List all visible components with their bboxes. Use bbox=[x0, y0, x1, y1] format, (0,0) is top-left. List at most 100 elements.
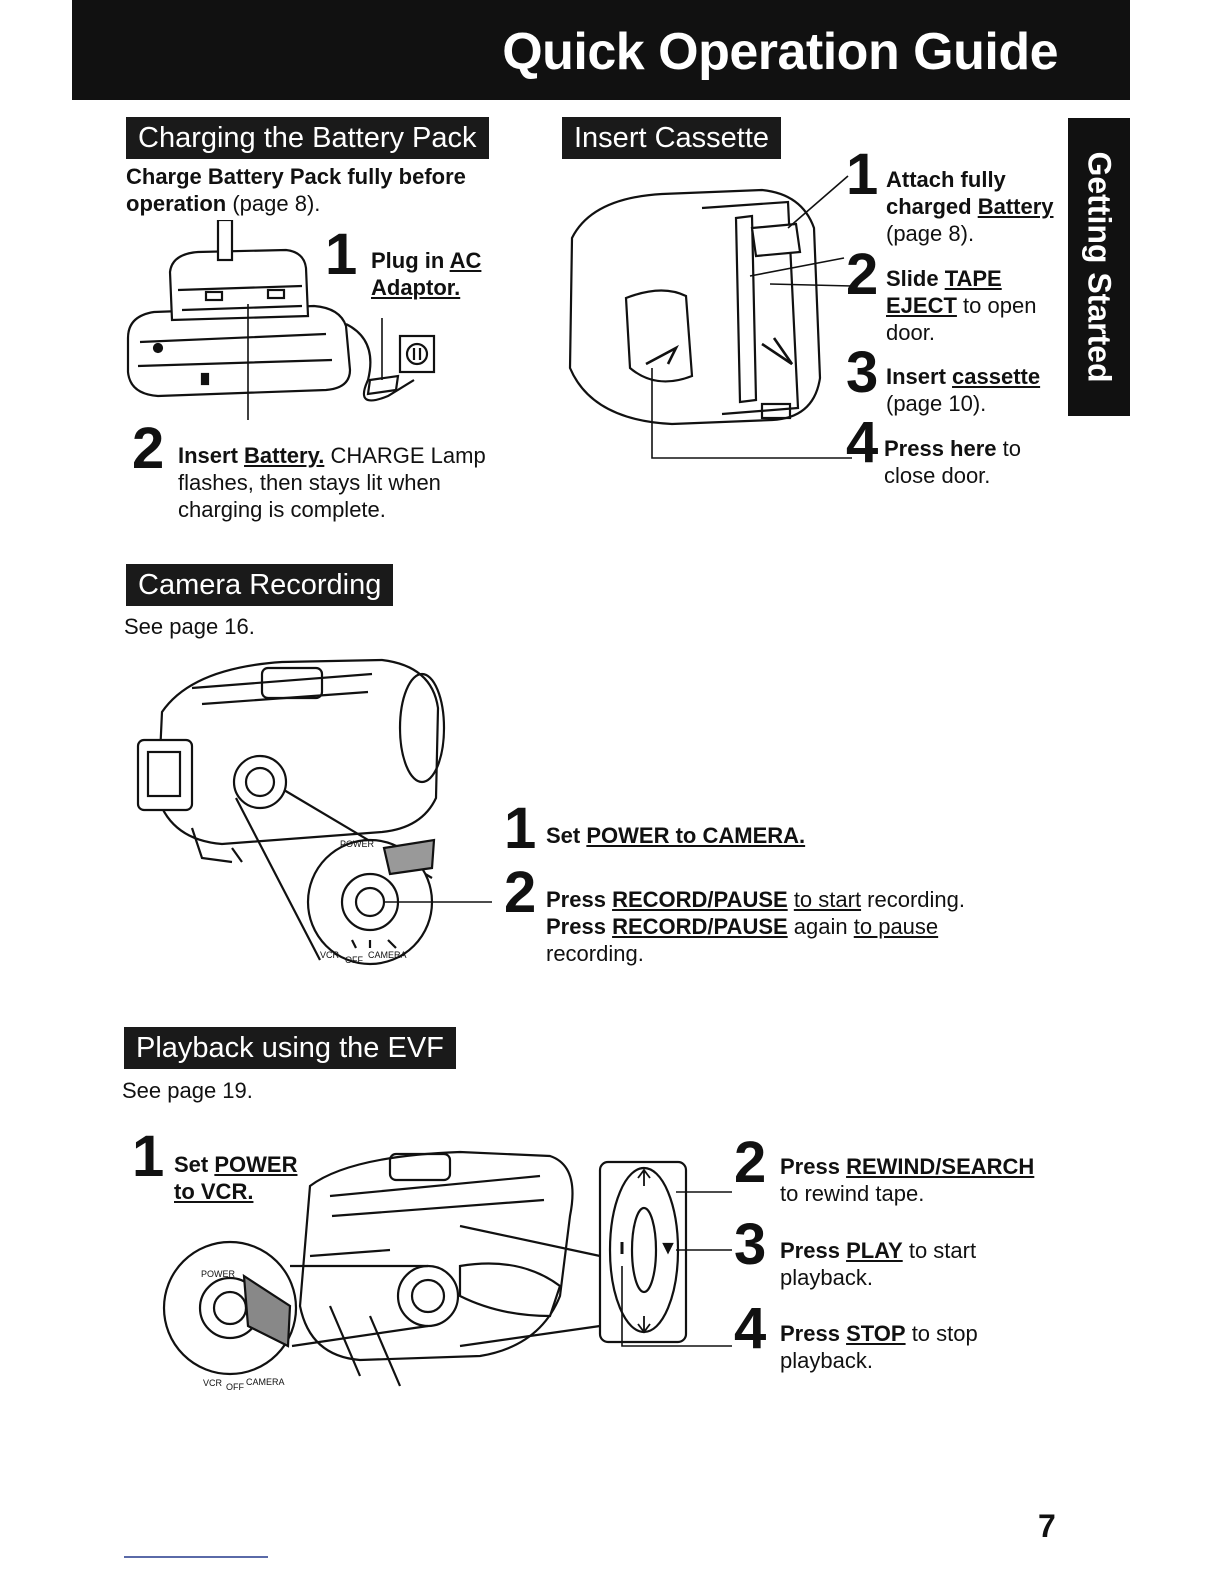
charging-step1-label: Plug in bbox=[371, 248, 450, 273]
charging-step1-link-adaptor[interactable]: Adaptor. bbox=[371, 275, 461, 300]
cassette-step2-number: 2 bbox=[846, 242, 879, 307]
cassette-door-illustration bbox=[552, 168, 872, 468]
cassette-step4-label: Press here bbox=[884, 436, 997, 461]
playback-step3-link-play[interactable]: PLAY bbox=[846, 1238, 903, 1263]
battery-charger-illustration bbox=[118, 220, 448, 440]
recording-step2-recording-1: recording. bbox=[861, 887, 966, 912]
playback-step2-link-rewind-search[interactable]: REWIND/SEARCH bbox=[846, 1154, 1035, 1179]
charging-intro-line2: operation bbox=[126, 191, 227, 216]
recording-step2-press-1: Press bbox=[546, 887, 613, 912]
playback-dial-power-label: POWER bbox=[201, 1269, 236, 1279]
cassette-step3-link-cassette[interactable]: cassette bbox=[952, 364, 1041, 389]
cassette-step1-line1: Attach fully bbox=[886, 167, 1006, 192]
playback-step3-text: Press PLAY to start playback. bbox=[780, 1237, 976, 1291]
cassette-step4-text: Press here to close door. bbox=[884, 435, 1021, 489]
recording-step1-link-power-camera[interactable]: POWER to CAMERA. bbox=[586, 823, 806, 848]
playback-step3-line2: playback. bbox=[780, 1265, 873, 1290]
recording-step2-link-record-pause-2[interactable]: RECORD/PAUSE bbox=[612, 914, 788, 939]
charging-step1-text: Plug in AC Adaptor. bbox=[371, 247, 481, 301]
playback-step4-line2: playback. bbox=[780, 1348, 873, 1373]
footer-rule bbox=[124, 1556, 268, 1558]
recording-step2-link-record-pause-1[interactable]: RECORD/PAUSE bbox=[612, 887, 788, 912]
cassette-step1-line3: (page 8). bbox=[886, 221, 975, 246]
playback-step4-label: Press bbox=[780, 1321, 847, 1346]
charging-heading: Charging the Battery Pack bbox=[126, 117, 489, 159]
cassette-step2-text: Slide TAPE EJECT to open door. bbox=[886, 265, 1036, 346]
playback-step2-label: Press bbox=[780, 1154, 847, 1179]
charging-step1-link-ac[interactable]: AC bbox=[449, 248, 482, 273]
charging-step2-text: Insert Battery. CHARGE Lamp flashes, the… bbox=[178, 442, 486, 523]
playback-step1-number: 1 bbox=[132, 1124, 165, 1189]
playback-step4-number: 4 bbox=[734, 1296, 767, 1361]
recording-step2-press-2: Press bbox=[546, 914, 613, 939]
cassette-step1-line2: charged bbox=[886, 194, 978, 219]
cassette-step2-rest: to open bbox=[956, 293, 1037, 318]
charging-step2-number: 2 bbox=[132, 416, 165, 481]
playback-dial-camera-label: CAMERA bbox=[246, 1377, 285, 1387]
cassette-step2-link-eject[interactable]: EJECT bbox=[886, 293, 957, 318]
playback-step1-text: Set POWER to VCR. bbox=[174, 1151, 297, 1205]
cassette-step2-label: Slide bbox=[886, 266, 945, 291]
playback-heading: Playback using the EVF bbox=[124, 1027, 456, 1069]
playback-dial-vcr-label: VCR bbox=[203, 1378, 223, 1388]
playback-see-page: See page 19. bbox=[122, 1078, 253, 1103]
recording-step2-link-to-pause[interactable]: to pause bbox=[853, 914, 939, 939]
recording-step1-text: Set POWER to CAMERA. bbox=[546, 822, 805, 849]
playback-step2-text: Press REWIND/SEARCH to rewind tape. bbox=[780, 1153, 1034, 1207]
playback-step2-line2: to rewind tape. bbox=[780, 1181, 925, 1206]
charging-intro-line1: Charge Battery Pack fully before bbox=[126, 164, 466, 189]
charging-step2-line2: flashes, then stays lit when bbox=[178, 470, 441, 495]
recording-dial-camera-label: CAMERA bbox=[368, 950, 407, 960]
recording-dial-vcr-label: VCR bbox=[320, 950, 340, 960]
recording-step2-link-to-start[interactable]: to start bbox=[793, 887, 862, 912]
cassette-step4-line2: close door. bbox=[884, 463, 991, 488]
playback-step4-rest: to stop bbox=[905, 1321, 978, 1346]
cassette-step3-label: Insert bbox=[886, 364, 953, 389]
recording-dial-power-label: POWER bbox=[340, 839, 375, 849]
recording-step2-text: Press RECORD/PAUSE to start recording. P… bbox=[546, 886, 965, 967]
recording-step1-number: 1 bbox=[504, 796, 537, 861]
playback-step3-label: Press bbox=[780, 1238, 847, 1263]
playback-step1-link-to-vcr[interactable]: to VCR. bbox=[174, 1179, 254, 1204]
camcorder-playback-illustration bbox=[160, 1146, 740, 1396]
recording-step1-label: Set bbox=[546, 823, 587, 848]
playback-dial-off-label: OFF bbox=[226, 1382, 244, 1392]
cassette-step1-number: 1 bbox=[846, 142, 879, 207]
charging-step1-number: 1 bbox=[325, 222, 358, 287]
cassette-step1-text: Attach fully charged Battery (page 8). bbox=[886, 166, 1054, 247]
camcorder-recording-illustration bbox=[132, 648, 502, 978]
charging-step2-rest: CHARGE Lamp bbox=[324, 443, 486, 468]
playback-step4-text: Press STOP to stop playback. bbox=[780, 1320, 978, 1374]
cassette-step4-rest: to bbox=[996, 436, 1021, 461]
recording-step2-recording-2: recording. bbox=[546, 941, 644, 966]
cassette-heading: Insert Cassette bbox=[562, 117, 782, 159]
cassette-step4-number: 4 bbox=[846, 410, 879, 475]
cassette-step1-link-battery[interactable]: Battery bbox=[977, 194, 1054, 219]
recording-see-page: See page 16. bbox=[124, 614, 255, 639]
cassette-step3-text: Insert cassette (page 10). bbox=[886, 363, 1040, 417]
charging-step2-line3: charging is complete. bbox=[178, 497, 386, 522]
playback-step1-link-power[interactable]: POWER bbox=[214, 1152, 298, 1177]
recording-step2-again: again bbox=[787, 914, 854, 939]
page-title: Quick Operation Guide bbox=[502, 23, 1058, 81]
charging-intro-page: (page 8). bbox=[226, 191, 321, 216]
section-tab-getting-started: Getting Started bbox=[1068, 118, 1130, 416]
recording-heading: Camera Recording bbox=[126, 564, 394, 606]
cassette-step2-line3: door. bbox=[886, 320, 935, 345]
charging-step2-link-battery[interactable]: Battery. bbox=[244, 443, 325, 468]
playback-step1-label: Set bbox=[174, 1152, 215, 1177]
playback-step3-rest: to start bbox=[902, 1238, 977, 1263]
page-number: 7 bbox=[1038, 1508, 1056, 1544]
title-bar: Quick Operation Guide bbox=[72, 0, 1130, 100]
section-tab-label: Getting Started bbox=[1081, 151, 1118, 383]
cassette-step3-line2: (page 10). bbox=[886, 391, 987, 416]
charging-intro: Charge Battery Pack fully before operati… bbox=[126, 163, 466, 217]
playback-step3-number: 3 bbox=[734, 1212, 767, 1277]
charging-step2-label: Insert bbox=[178, 443, 245, 468]
cassette-step2-link-tape[interactable]: TAPE bbox=[944, 266, 1002, 291]
playback-step2-number: 2 bbox=[734, 1130, 767, 1195]
recording-step2-number: 2 bbox=[504, 860, 537, 925]
playback-step4-link-stop[interactable]: STOP bbox=[846, 1321, 906, 1346]
recording-dial-off-label: OFF bbox=[345, 955, 363, 965]
cassette-step3-number: 3 bbox=[846, 340, 879, 405]
